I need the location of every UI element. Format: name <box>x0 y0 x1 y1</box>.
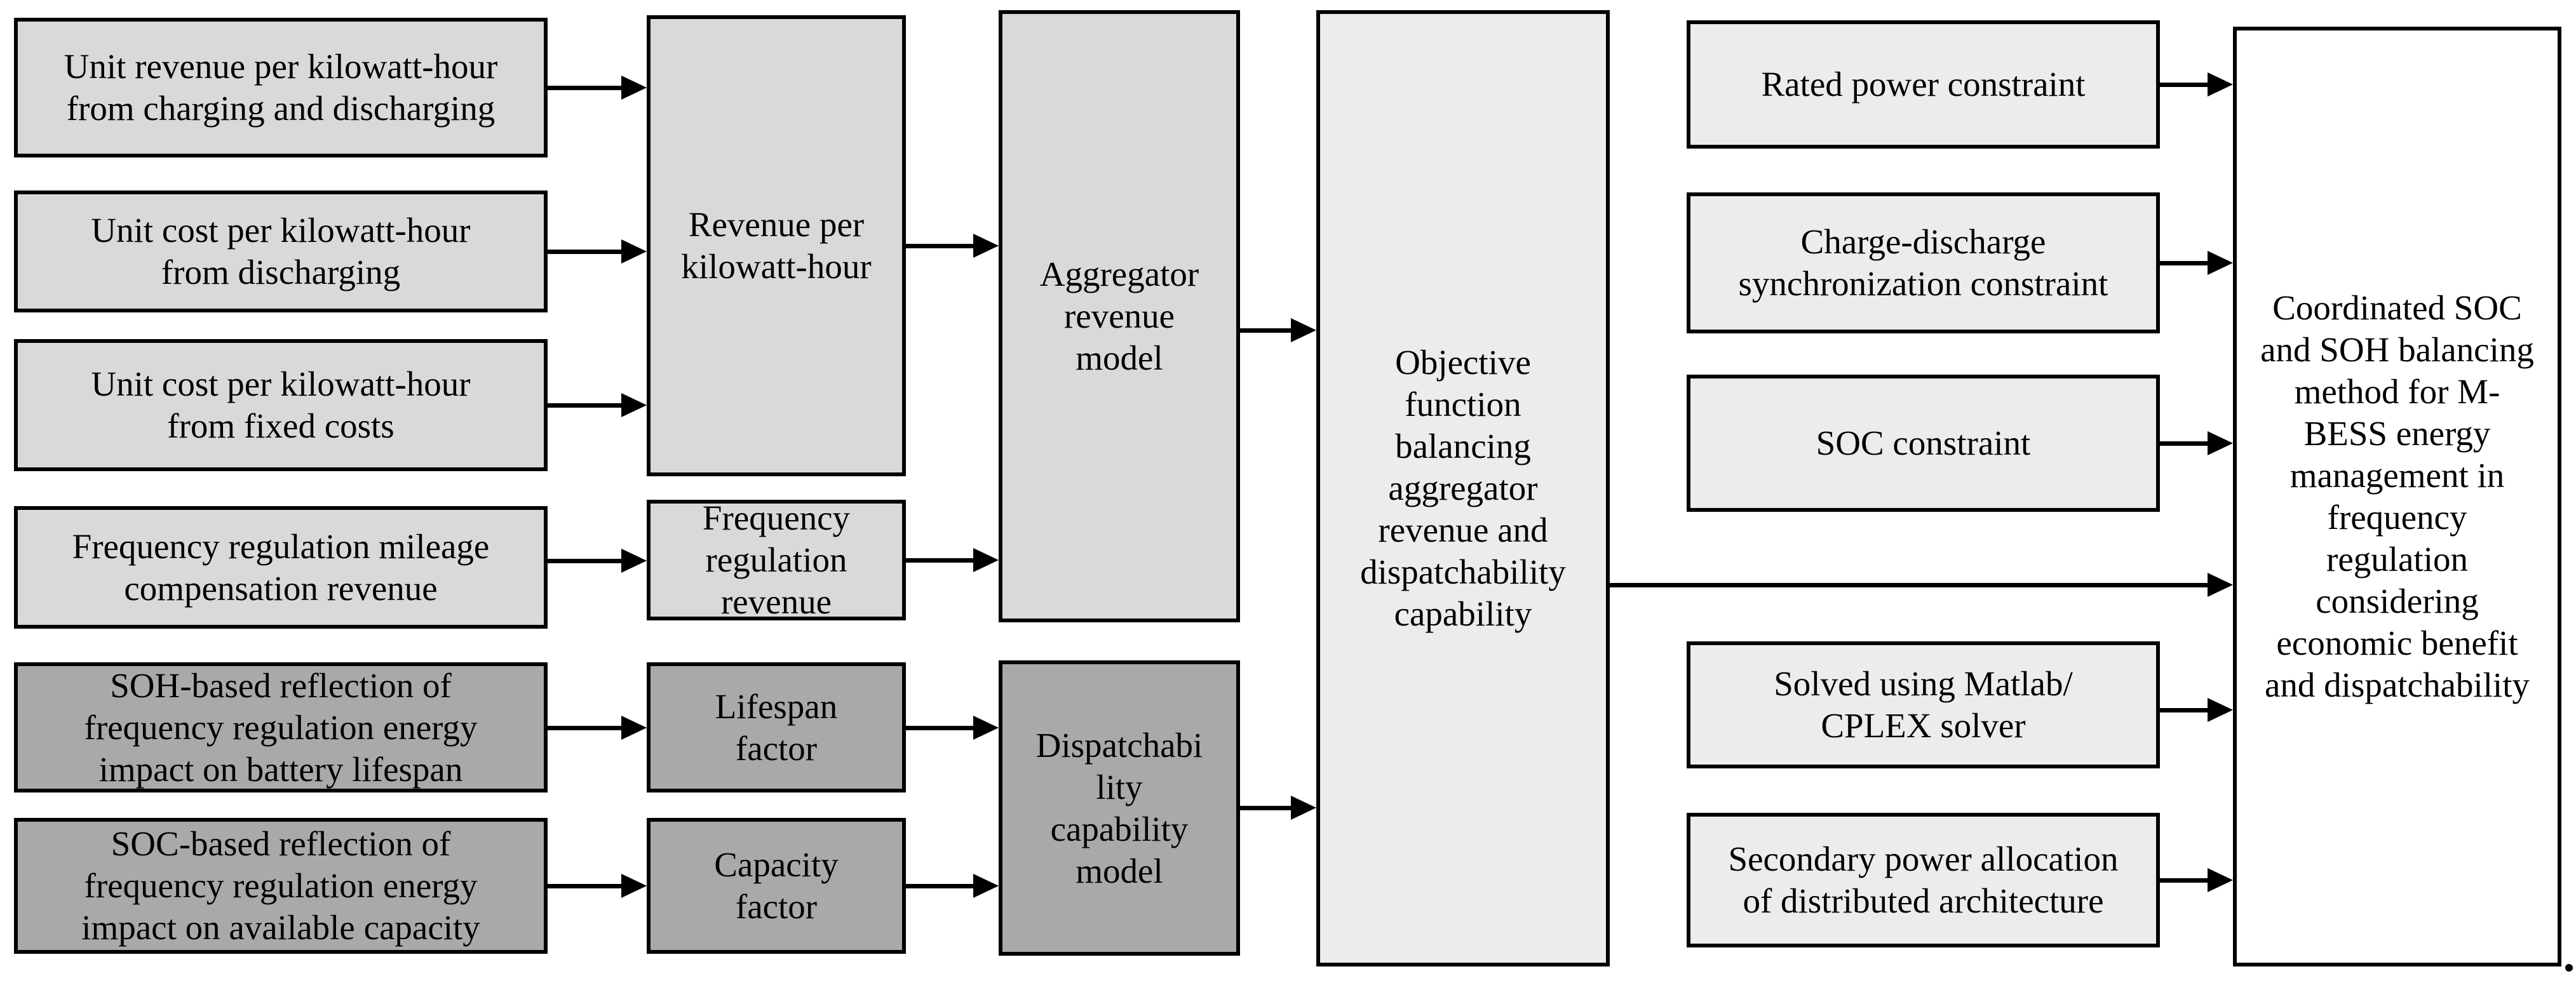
arrow-head <box>973 548 999 572</box>
box-soh-reflection-label: SOH-based reflection of frequency regula… <box>84 665 478 789</box>
right-arrow-icon <box>548 75 647 100</box>
box-unit-revenue: Unit revenue per kilowatt-hour from char… <box>14 18 548 157</box>
box-output-method: Coordinated SOC and SOH balancing method… <box>2233 27 2561 966</box>
right-arrow-icon <box>906 873 999 899</box>
arrow-shaft <box>548 725 624 730</box>
arrow-shaft <box>1240 328 1293 333</box>
box-revenue-per-kwh: Revenue per kilowatt-hour <box>647 15 906 476</box>
box-solver: Solved using Matlab/ CPLEX solver <box>1687 641 2160 768</box>
box-rated-power-constraint-label: Rated power constraint <box>1761 65 2086 104</box>
box-output-method-label: Coordinated SOC and SOH balancing method… <box>2260 288 2534 704</box>
arrow-head <box>2208 251 2233 275</box>
right-arrow-icon <box>1610 572 2233 598</box>
arrow-head <box>621 874 647 898</box>
right-arrow-icon <box>548 548 647 573</box>
box-dispatchability-capability-model: Dispatchabi lity capability model <box>999 660 1240 956</box>
arrow-shaft <box>2160 707 2210 712</box>
box-freq-mileage: Frequency regulation mileage compensatio… <box>14 506 548 629</box>
box-soc-constraint-label: SOC constraint <box>1816 424 2031 462</box>
box-solver-label: Solved using Matlab/ CPLEX solver <box>1774 664 2073 745</box>
box-freq-mileage-label: Frequency regulation mileage compensatio… <box>72 526 490 608</box>
arrow-shaft <box>2160 82 2210 87</box>
arrow-head <box>2208 868 2233 892</box>
right-arrow-icon <box>1240 318 1316 343</box>
arrow-shaft <box>548 249 624 254</box>
right-arrow-icon <box>2160 250 2233 276</box>
box-soc-reflection: SOC-based reflection of frequency regula… <box>14 818 548 954</box>
right-arrow-icon <box>2160 867 2233 893</box>
box-unit-revenue-label: Unit revenue per kilowatt-hour from char… <box>64 47 498 128</box>
box-soc-reflection-label: SOC-based reflection of frequency regula… <box>81 824 480 947</box>
right-arrow-icon <box>548 392 647 418</box>
arrow-shaft <box>1240 805 1293 810</box>
box-dispatchability-capability-model-label: Dispatchabi lity capability model <box>1035 725 1203 890</box>
box-rated-power-constraint: Rated power constraint <box>1687 20 2160 149</box>
right-arrow-icon <box>906 715 999 740</box>
arrow-shaft <box>906 725 976 730</box>
box-charge-discharge-sync-constraint-label: Charge-discharge synchronization constra… <box>1738 222 2108 303</box>
box-unit-cost-fixed-label: Unit cost per kilowatt-hour from fixed c… <box>91 364 471 445</box>
arrow-head <box>2208 431 2233 455</box>
right-arrow-icon <box>2160 431 2233 456</box>
box-unit-cost-discharging: Unit cost per kilowatt-hour from dischar… <box>14 191 548 312</box>
box-freq-regulation-revenue-label: Frequency regulation revenue <box>702 498 851 621</box>
arrow-head <box>973 234 999 258</box>
arrow-head <box>621 239 647 264</box>
box-lifespan-factor: Lifespan factor <box>647 662 906 792</box>
arrow-shaft <box>2160 878 2210 883</box>
arrow-head <box>621 393 647 417</box>
arrow-shaft <box>2160 260 2210 265</box>
arrow-head <box>2208 573 2233 597</box>
arrow-shaft <box>548 558 624 563</box>
right-arrow-icon <box>2160 72 2233 97</box>
box-unit-cost-fixed: Unit cost per kilowatt-hour from fixed c… <box>14 339 548 471</box>
arrow-shaft <box>548 883 624 888</box>
arrow-head <box>1291 796 1316 820</box>
box-freq-regulation-revenue: Frequency regulation revenue <box>647 498 906 621</box>
arrow-head <box>621 549 647 573</box>
arrow-shaft <box>2160 441 2210 446</box>
arrow-head <box>621 76 647 100</box>
box-soc-constraint: SOC constraint <box>1687 375 2160 512</box>
arrow-shaft <box>906 243 976 248</box>
box-charge-discharge-sync-constraint: Charge-discharge synchronization constra… <box>1687 192 2160 333</box>
arrow-head <box>973 716 999 740</box>
arrow-shaft <box>1610 582 2210 587</box>
arrow-head <box>2208 698 2233 722</box>
arrow-shaft <box>548 85 624 90</box>
box-aggregator-revenue-model-label: Aggregator revenue model <box>1039 255 1199 377</box>
arrow-head <box>621 716 647 740</box>
arrow-head <box>973 874 999 898</box>
box-capacity-factor-label: Capacity factor <box>714 845 839 926</box>
right-arrow-icon <box>1240 795 1316 820</box>
arrow-shaft <box>906 883 976 888</box>
right-arrow-icon <box>906 233 999 258</box>
arrow-shaft <box>906 558 976 563</box>
arrow-head <box>1291 318 1316 342</box>
box-secondary-allocation: Secondary power allocation of distribute… <box>1687 813 2160 947</box>
arrow-head <box>2208 72 2233 97</box>
box-soh-reflection: SOH-based reflection of frequency regula… <box>14 662 548 792</box>
right-arrow-icon <box>2160 697 2233 723</box>
box-aggregator-revenue-model: Aggregator revenue model <box>999 10 1240 622</box>
box-secondary-allocation-label: Secondary power allocation of distribute… <box>1728 839 2119 920</box>
right-arrow-icon <box>906 547 999 573</box>
box-objective-function: Objective function balancing aggregator … <box>1316 10 1610 966</box>
right-arrow-icon <box>548 873 647 899</box>
caption-period-dot: . <box>2565 964 2573 972</box>
box-revenue-per-kwh-label: Revenue per kilowatt-hour <box>681 205 872 286</box>
box-capacity-factor: Capacity factor <box>647 818 906 954</box>
box-objective-function-label: Objective function balancing aggregator … <box>1360 343 1566 633</box>
right-arrow-icon <box>548 239 647 264</box>
arrow-shaft <box>548 403 624 408</box>
right-arrow-icon <box>548 715 647 740</box>
box-unit-cost-discharging-label: Unit cost per kilowatt-hour from dischar… <box>91 211 471 291</box>
box-lifespan-factor-label: Lifespan factor <box>715 686 838 768</box>
